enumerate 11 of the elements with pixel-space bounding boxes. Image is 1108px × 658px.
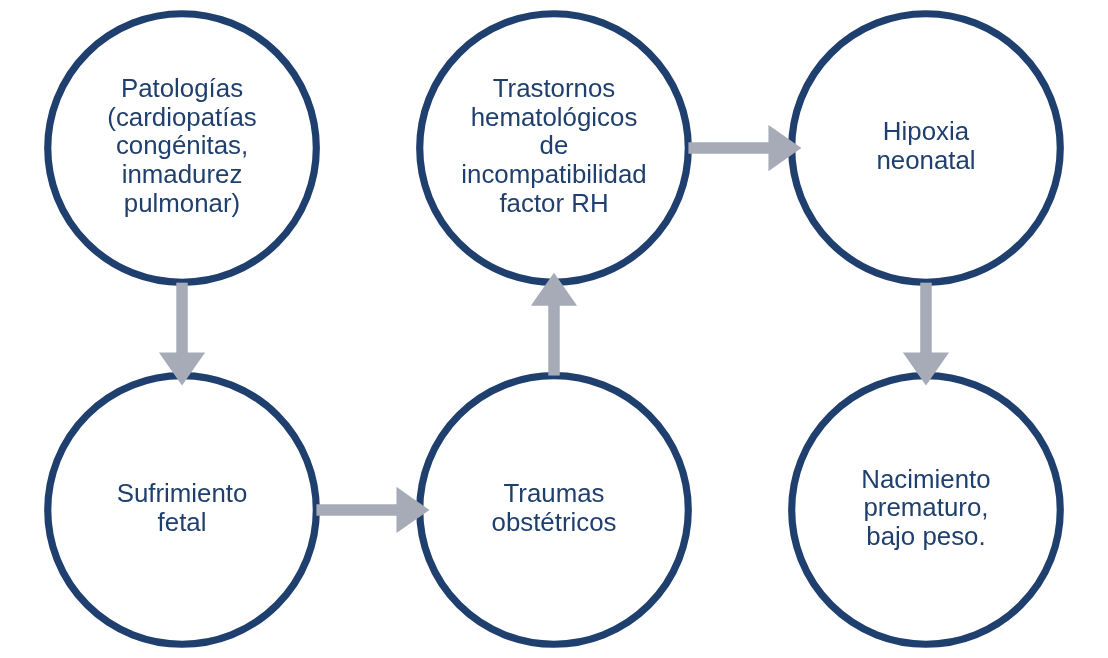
arrow — [688, 124, 802, 172]
node-circle: Traumas obstétricos — [416, 372, 692, 648]
arrow — [902, 282, 950, 386]
arrow — [316, 486, 430, 534]
node-circle: Hipoxia neonatal — [788, 10, 1064, 286]
arrow — [530, 272, 578, 376]
node-circle: Trastornos hematológicos de incompatibilidad factor RH — [416, 10, 692, 286]
node-circle: Patologías (cardiopatías congénitas, inmadurez pulmonar) — [44, 10, 320, 286]
node-circle: Sufrimiento fetal — [44, 372, 320, 648]
arrow — [158, 282, 206, 386]
node-circle: Nacimiento prematuro, bajo peso. — [788, 372, 1064, 648]
